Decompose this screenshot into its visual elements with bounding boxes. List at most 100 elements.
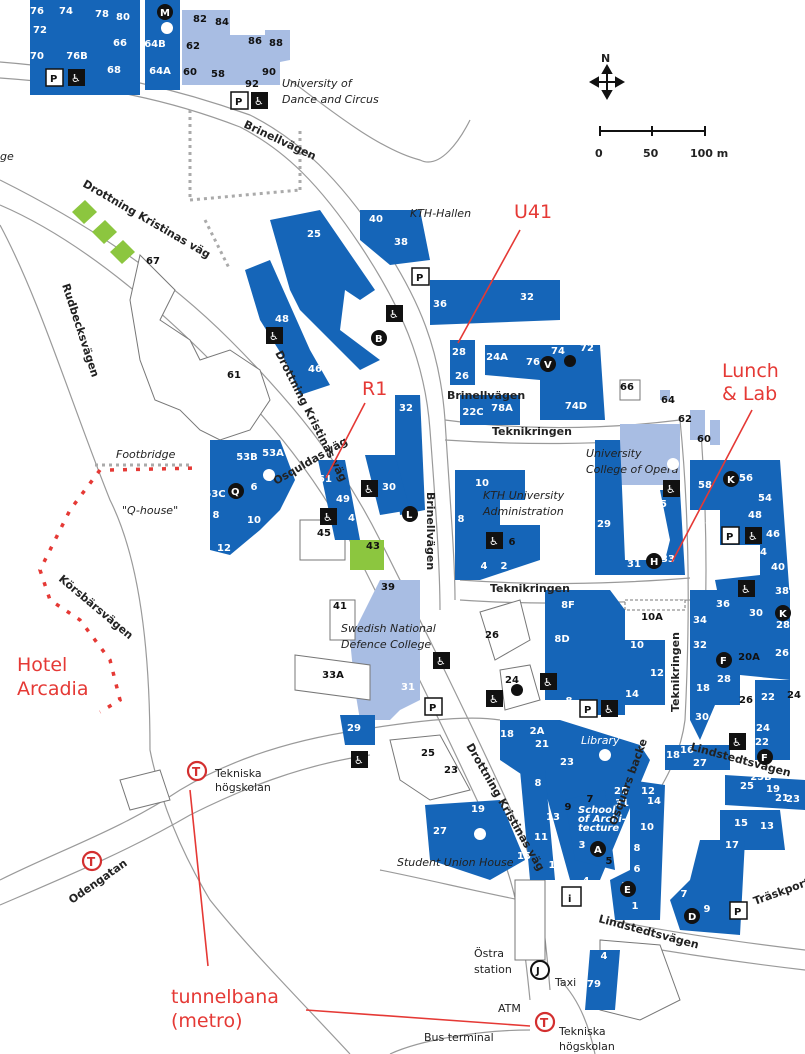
building-number: 58 [698,480,712,491]
bus-terminal-label: Bus terminal [424,1031,494,1044]
wheelchair-icon: ♿ [738,580,755,597]
building-number: 23 [367,314,381,325]
building-number: 32 [520,292,534,303]
school-arch-label-3: tecture [578,823,619,834]
building-number: 22 [755,737,769,748]
building-number: 16 [680,745,694,756]
building-number: 1 [632,901,639,912]
footpaths [95,110,302,467]
building-number: 14 [625,689,639,700]
annotation-hotel-2: Arcadia [17,678,88,700]
building-number: 78A [491,403,513,414]
building-number: 19 [766,784,780,795]
wheelchair-icon: ♿ [663,480,680,497]
atm-label: ATM [498,1002,521,1015]
building-number: 64B [144,39,166,50]
marker-k1: K [723,471,739,487]
building-number: 53B [236,452,258,463]
building-number: 54 [758,493,772,504]
scale-bar: 0 50 100 m [595,126,728,160]
marker-q: Q [228,483,244,499]
wheelchair-icon: ♿ [386,305,403,322]
annotation-metro: (metro) [171,1010,243,1032]
restaurant-icon [474,828,486,840]
student-union-label: Student Union House [397,856,514,869]
ostra-station-label-2: station [474,963,512,976]
restaurant-icon [667,458,679,470]
building-number: 41 [333,601,347,612]
tekniska-bottom-label-1: Tekniska [558,1025,606,1038]
annotation-tunnel-line-1 [189,789,209,967]
opera-label-2: College of Opera [586,463,679,476]
tekniska-top-label-2: högskolan [215,781,271,794]
building-number: 24 [787,690,801,701]
building-number: 70 [30,51,44,62]
building-number: 10 [247,515,261,526]
building-number: 29 [347,723,361,734]
building-number: 12 [217,543,231,554]
building-number: 56 [739,473,753,484]
svg-text:F: F [720,656,727,667]
wheelchair-icon: ♿ [729,733,746,750]
marker-h: H [646,553,662,569]
building-number: 78 [95,9,109,20]
building-number: 36 [433,299,447,310]
building-number: 50 [705,516,719,527]
svg-text:♿: ♿ [389,308,399,321]
annotation-u41: U41 [514,201,552,223]
building-number: 74 [59,6,73,17]
building-number: 64 [661,395,675,406]
restaurant-icon [564,355,576,367]
building-number: 21 [535,739,549,750]
annotation-lunch-line [671,409,753,563]
svg-text:P: P [50,74,57,85]
building-number: 8 [213,510,220,521]
building-number: 22 [761,692,775,703]
annotation-tunnelbana: tunnelbana [171,986,279,1008]
school-arch-label-1: School [578,805,616,816]
building-number: 8D [554,634,569,645]
building-number: 10 [630,640,644,651]
defence-label-2: Defence College [341,638,431,651]
svg-text:♿: ♿ [269,330,279,343]
marker-v: V [540,356,556,372]
building-number: 60 [697,434,711,445]
building-number: 4 [583,876,590,887]
parking-icon: P [729,901,748,920]
building-number: 90 [262,67,276,78]
building-number: 17 [725,840,739,851]
svg-text:♿: ♿ [436,655,446,668]
building-number: 11 [534,832,548,843]
marker-a: A [590,841,606,857]
building-number: 25 [614,786,628,797]
building-number: 27 [693,758,707,769]
svg-text:P: P [416,273,423,284]
building-number: 12 [650,668,664,679]
street-brinellvagen-top: Brinellvägen [242,118,318,163]
street-brinellvagen-vert: Brinellvägen [424,492,437,570]
building-number: 58 [211,69,225,80]
building-number: 68 [107,65,121,76]
building-number: 28 [717,674,731,685]
building-number: 40 [369,214,383,225]
wheelchair-icon: ♿ [486,532,503,549]
svg-text:P: P [734,907,741,918]
parking-icons: P P P P P P P [45,68,748,920]
building-number: 32 [399,403,413,414]
svg-text:D: D [688,912,696,923]
admin-label-1: KTH University [483,489,565,502]
annotations: U41 R1 Lunch & Lab Hotel Arcadia tunnelb… [17,201,779,1032]
building-number: 7 [681,889,688,900]
building-number: 25 [307,229,321,240]
wheelchair-icon: ♿ [68,69,85,86]
compass: N [588,52,626,101]
wheelchair-icon: ♿ [433,652,450,669]
library-label: Library [581,734,620,747]
svg-text:♿: ♿ [323,511,333,524]
info-icon: i [561,886,582,907]
building-number: 25 [740,781,754,792]
letter-markers: M B Q V L K K H F F A E D J [157,4,791,980]
accessibility-icons: ♿ ♿ ♿ ♿ ♿ ♿ ♿ ♿ ♿ ♿ ♿ ♿ ♿ ♿ ♿ ♿ [68,69,762,768]
